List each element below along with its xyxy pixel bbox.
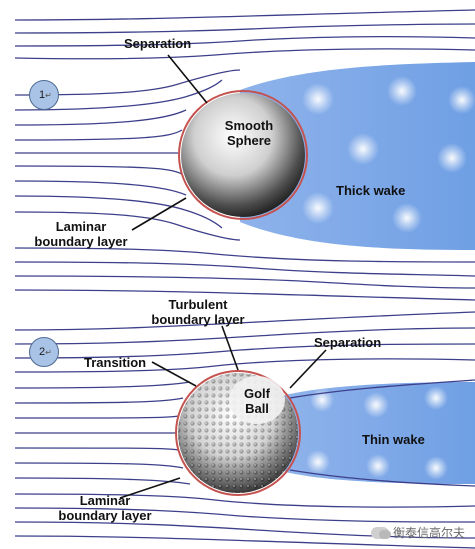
diagram-2-return-mark: ↵ — [45, 348, 52, 357]
laminar-label-2-line2: boundary layer — [58, 508, 152, 523]
thin-wake-label: Thin wake — [362, 432, 425, 447]
streamlines-diagram-2 — [14, 311, 475, 549]
separation-label-2: Separation — [314, 335, 382, 350]
laminar-leader-2 — [119, 477, 181, 499]
diagram-2-group — [14, 311, 475, 549]
separation-label-1: Separation — [124, 36, 192, 51]
watermark-text: 衡泰信高尔夫 — [392, 526, 465, 540]
turbulent-boundary-layer-label: Turbulent boundary layer — [143, 297, 253, 327]
diagram-1-number: 1 — [39, 89, 46, 101]
transition-leader — [151, 361, 197, 387]
diagram-2-number: 2 — [39, 346, 46, 358]
transition-label: Transition — [84, 355, 147, 370]
turbulent-label-line1: Turbulent — [168, 297, 228, 312]
diagram-1-return-mark: ↵ — [45, 91, 52, 100]
smooth-sphere-label-line1: Smooth — [224, 118, 274, 133]
laminar-boundary-layer-rim-1 — [178, 90, 308, 220]
smooth-sphere-label-line2: Sphere — [226, 133, 272, 148]
golf-ball-label: Golf Ball — [232, 386, 282, 416]
golf-ball-label-line1: Golf — [244, 386, 270, 401]
separation-leader-2 — [289, 349, 327, 389]
turbulent-label-line2: boundary layer — [151, 312, 245, 327]
diagram-1-number-badge: 1↵ — [29, 80, 59, 110]
laminar-label-1-line2: boundary layer — [34, 234, 128, 249]
streamlines-diagram-1 — [14, 9, 475, 301]
turbulent-leader — [221, 325, 239, 371]
laminar-boundary-layer-label-2: Laminar boundary layer — [52, 493, 158, 523]
laminar-boundary-layer-label-1: Laminar boundary layer — [28, 219, 134, 249]
smooth-sphere — [181, 93, 305, 217]
golf-ball-label-line2: Ball — [245, 401, 269, 416]
laminar-label-1-line1: Laminar — [55, 219, 107, 234]
laminar-leader-1 — [131, 197, 187, 231]
separation-leader-1 — [167, 54, 208, 104]
diagram-1-group — [14, 9, 475, 301]
thick-wake-label: Thick wake — [336, 183, 406, 198]
wechat-icon — [370, 526, 391, 539]
smooth-sphere-label: Smooth Sphere — [213, 118, 285, 148]
thin-wake-swirls — [306, 386, 448, 480]
golf-ball-label-highlight — [229, 376, 285, 424]
diagram-2-number-badge: 2↵ — [29, 337, 59, 367]
turbulent-boundary-layer-rim-2 — [175, 370, 301, 496]
thin-wake-region — [285, 382, 475, 484]
watermark: 衡泰信高尔夫 — [370, 524, 465, 541]
laminar-label-2-line1: Laminar — [79, 493, 131, 508]
